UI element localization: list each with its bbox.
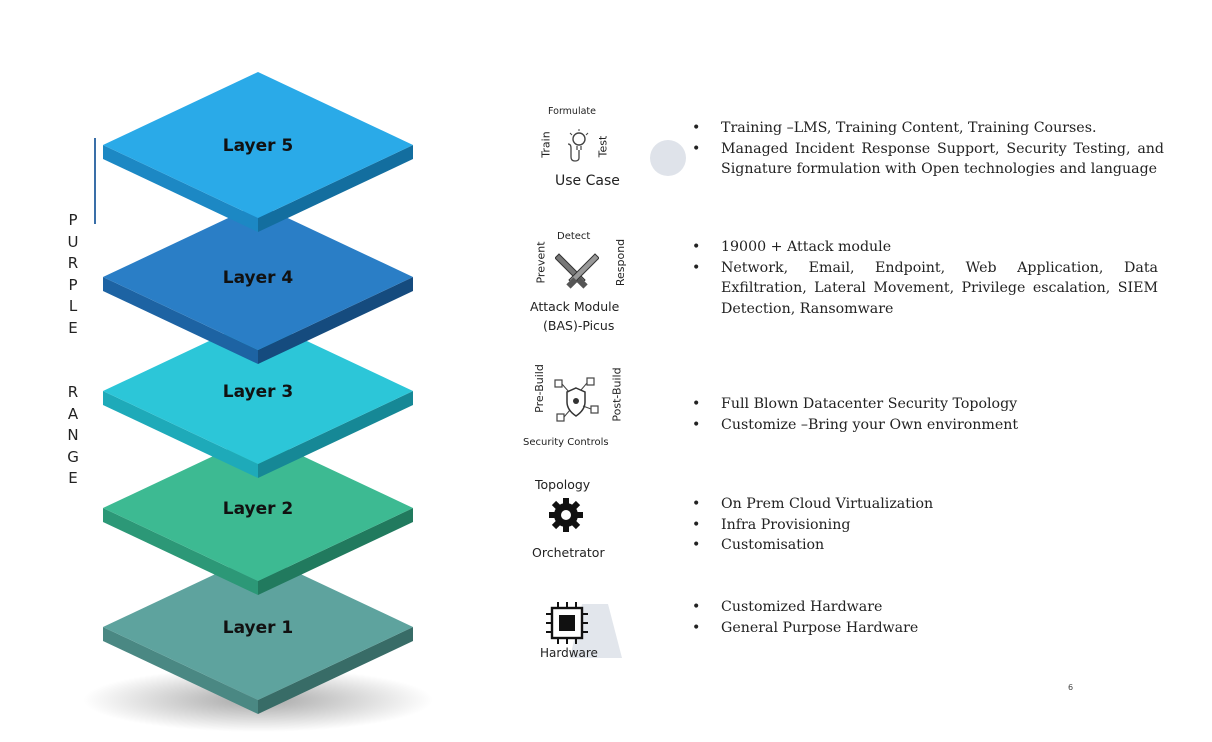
layer5-description: Training –LMS, Training Content, Trainin… (692, 118, 1164, 180)
layer-stack: Layer 1 Layer 2 Layer 3 Layer 4 Layer 5 (83, 72, 433, 732)
side-label-letter: R (67, 383, 79, 401)
layer-side-right (258, 277, 413, 364)
layer-1: Layer 1 (103, 554, 413, 714)
side-label-letter: P (68, 211, 78, 229)
side-label-letter: G (67, 447, 79, 466)
layer-4: Layer 4 (103, 204, 413, 364)
train-label: Train (539, 131, 553, 158)
list-item: General Purpose Hardware (692, 618, 1152, 639)
list-item: Network, Email, Endpoint, Web Applicatio… (692, 258, 1158, 320)
list-item: Customized Hardware (692, 597, 1152, 618)
list-item: 19000 + Attack module (692, 237, 1158, 258)
post-build-label: Post-Build (610, 367, 624, 422)
layer-2: Layer 2 (103, 435, 413, 595)
layer-side-left (103, 277, 258, 364)
side-label-letter: U (67, 232, 79, 251)
pre-build-label: Pre-Build (532, 364, 546, 413)
layer-side-left (103, 627, 258, 714)
topology-label: Topology (535, 477, 591, 492)
hardware-label: Hardware (540, 646, 598, 660)
side-label-letter (63, 339, 83, 361)
layer-top-face (103, 435, 413, 581)
layer-side-right (258, 391, 413, 478)
list-item: On Prem Cloud Virtualization (692, 494, 1152, 515)
respond-label: Respond (614, 238, 628, 287)
side-label-letter: N (67, 426, 79, 444)
side-label-letter: P (68, 275, 78, 294)
attack-module-label: Attack Module (530, 299, 620, 314)
layer-top-face (103, 72, 413, 218)
layer-side-left (103, 391, 258, 478)
side-label-letter: R (67, 254, 79, 272)
test-label: Test (596, 135, 610, 158)
list-item: Managed Incident Response Support, Secur… (692, 139, 1164, 180)
layer-5: Layer 5 (103, 72, 413, 232)
prevent-label: Prevent (534, 241, 548, 284)
layer3-description: Full Blown Datacenter Security Topology … (692, 394, 1152, 435)
layer-3: Layer 3 (103, 318, 413, 478)
list-item: Training –LMS, Training Content, Trainin… (692, 118, 1164, 139)
layer1-description: Customized Hardware General Purpose Hard… (692, 597, 1152, 638)
accent-line (94, 138, 96, 224)
detect-label: Detect (557, 231, 591, 242)
layer-side-left (103, 145, 258, 232)
lightbulb-icon (567, 129, 589, 162)
layer2-description: On Prem Cloud Virtualization Infra Provi… (692, 494, 1152, 556)
layer-label: Layer 1 (223, 618, 294, 638)
list-item: Customisation (692, 535, 1152, 556)
layer-side-right (258, 145, 413, 232)
layer-top-face (103, 318, 413, 464)
list-item: Customize –Bring your Own environment (692, 415, 1152, 436)
decorative-circle (650, 140, 686, 176)
side-label-letter: A (67, 404, 79, 423)
crossed-swords-icon (555, 253, 599, 289)
layer-label: Layer 2 (223, 499, 294, 519)
security-controls-label: Security Controls (523, 437, 609, 448)
layer4-description: 19000 + Attack module Network, Email, En… (692, 237, 1158, 319)
side-label-letter: L (68, 297, 78, 315)
layer-label: Layer 3 (223, 382, 294, 402)
formulate-label: Formulate (548, 106, 596, 117)
list-item: Full Blown Datacenter Security Topology (692, 394, 1152, 415)
layer-label: Layer 5 (223, 136, 294, 156)
chip-icon (546, 602, 622, 658)
orchestrator-label: Orchetrator (532, 545, 605, 560)
use-case-label: Use Case (555, 173, 620, 189)
layer-label: Layer 4 (223, 268, 294, 288)
side-label-letter (63, 361, 83, 383)
list-item: Infra Provisioning (692, 515, 1152, 536)
side-label-letter: E (68, 469, 78, 487)
layer-top-face (103, 554, 413, 700)
side-label-letter: E (68, 318, 78, 337)
page-number: 6 (1068, 683, 1074, 692)
shield-network-icon (554, 377, 599, 422)
layer-side-right (258, 508, 413, 595)
bas-picus-label: (BAS)-Picus (543, 318, 615, 333)
gear-icon (549, 498, 583, 532)
layer-side-right (258, 627, 413, 714)
layer-top-face (103, 204, 413, 350)
layer-side-left (103, 508, 258, 595)
